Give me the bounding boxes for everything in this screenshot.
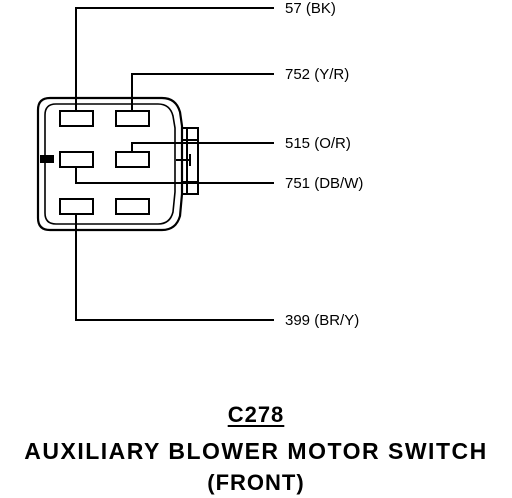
wire-line-752 bbox=[131, 73, 274, 111]
connector-housing bbox=[36, 96, 184, 232]
wire-label-515: 515 (O/R) bbox=[285, 135, 351, 152]
cavity-middle-left bbox=[59, 151, 94, 168]
connector-name: AUXILIARY BLOWER MOTOR SWITCH bbox=[24, 438, 488, 464]
connector-position: (FRONT) bbox=[207, 470, 305, 495]
cavity-bottom-right bbox=[115, 198, 150, 215]
cavity-top-left bbox=[59, 110, 94, 127]
wire-label-57: 57 (BK) bbox=[285, 0, 336, 17]
wire-line-57 bbox=[75, 7, 274, 111]
wire-line-399 bbox=[75, 214, 274, 321]
key-notch bbox=[40, 155, 54, 163]
cavity-top-right bbox=[115, 110, 150, 127]
wire-line-515 bbox=[131, 142, 274, 152]
terminal-cavities bbox=[59, 110, 150, 215]
cavity-middle-right bbox=[115, 151, 150, 168]
wire-label-752: 752 (Y/R) bbox=[285, 66, 349, 83]
cavity-bottom-left bbox=[59, 198, 94, 215]
connector-id: C278 bbox=[0, 402, 512, 428]
connector-id-text: C278 bbox=[227, 402, 285, 427]
latch-marker-icon bbox=[176, 154, 191, 166]
wire-label-751: 751 (DB/W) bbox=[285, 175, 363, 192]
wire-label-399: 399 (BR/Y) bbox=[285, 312, 359, 329]
wire-line-751 bbox=[75, 167, 274, 184]
